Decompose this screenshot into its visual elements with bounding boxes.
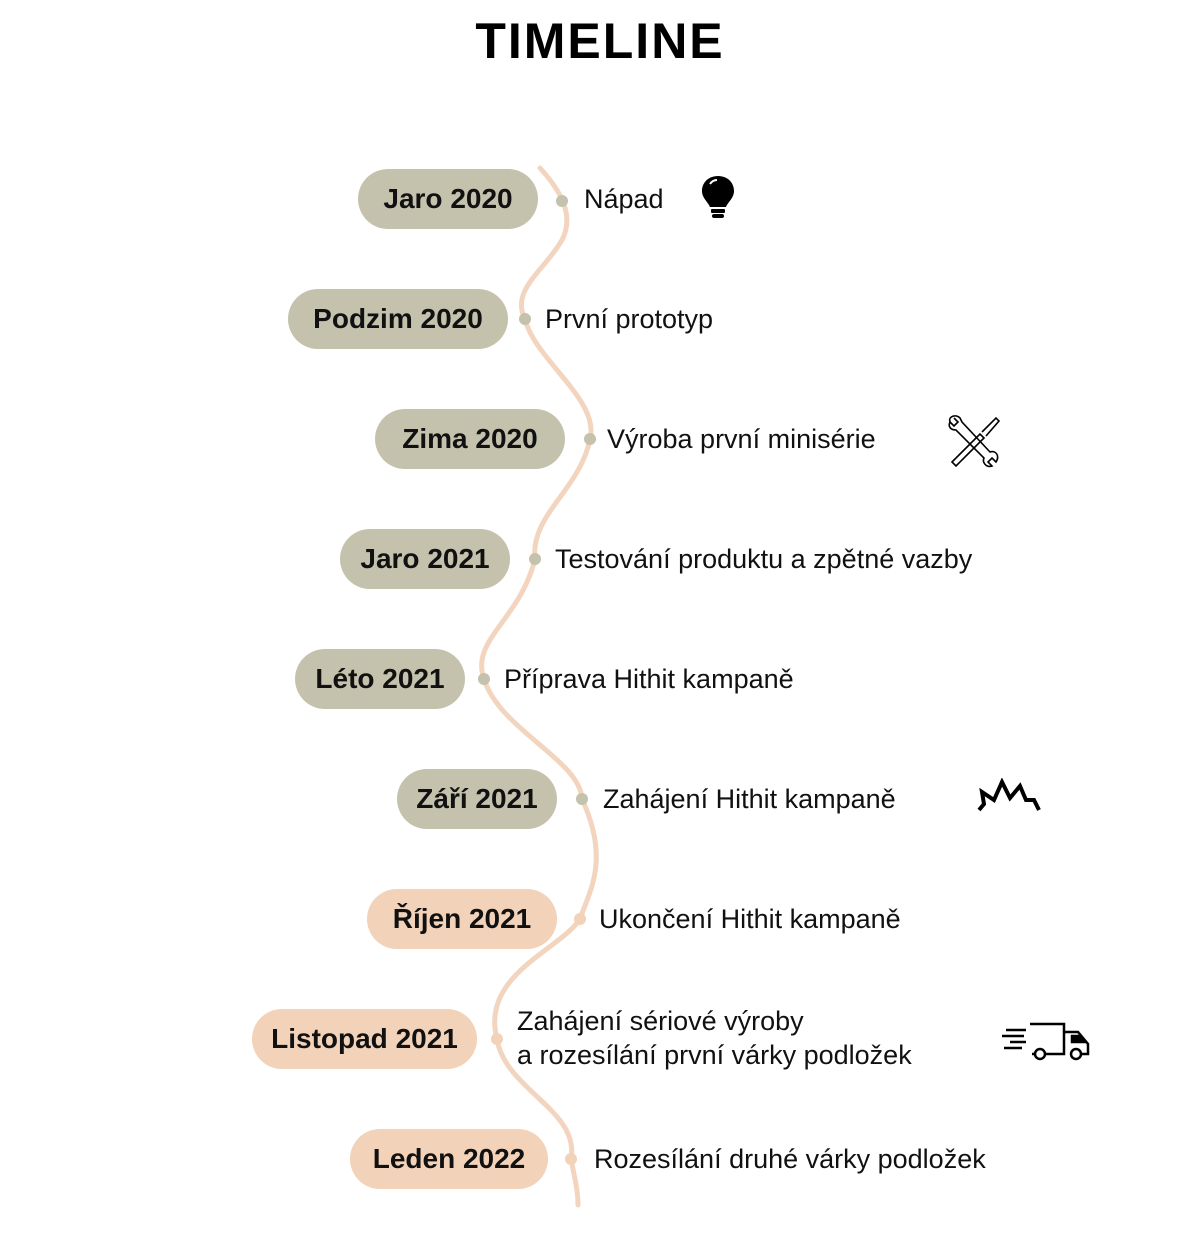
timeline-dot bbox=[574, 913, 586, 925]
timeline-dot bbox=[584, 433, 596, 445]
date-pill: Jaro 2020 bbox=[358, 169, 538, 229]
lightbulb-icon bbox=[702, 176, 734, 218]
event-label: Nápad bbox=[584, 184, 664, 214]
event-label: Zahájení Hithit kampaně bbox=[603, 784, 896, 814]
page-title: TIMELINE bbox=[475, 13, 725, 69]
event-label: Ukončení Hithit kampaně bbox=[599, 904, 901, 934]
timeline-dot bbox=[491, 1033, 503, 1045]
timeline-dot bbox=[519, 313, 531, 325]
event-label: Příprava Hithit kampaně bbox=[504, 664, 794, 694]
delivery-truck-icon bbox=[1002, 1022, 1090, 1061]
timeline-dot bbox=[565, 1153, 577, 1165]
date-pill: Listopad 2021 bbox=[252, 1009, 477, 1069]
timeline-dot bbox=[556, 195, 568, 207]
timeline-dot bbox=[576, 793, 588, 805]
date-pill: Podzim 2020 bbox=[288, 289, 508, 349]
event-label: Testování produktu a zpětné vazby bbox=[555, 544, 973, 574]
date-pill: Jaro 2021 bbox=[340, 529, 510, 589]
timeline-dot bbox=[478, 673, 490, 685]
date-pill: Září 2021 bbox=[397, 769, 557, 829]
burst-icon bbox=[977, 778, 1041, 812]
date-pill: Léto 2021 bbox=[295, 649, 465, 709]
tools-icon bbox=[948, 415, 1001, 468]
date-pill: Zima 2020 bbox=[375, 409, 565, 469]
event-label: Výroba první minisérie bbox=[607, 424, 876, 454]
date-pill: Říjen 2021 bbox=[367, 889, 557, 949]
timeline-dot bbox=[529, 553, 541, 565]
date-pill: Leden 2022 bbox=[350, 1129, 548, 1189]
event-label: První prototyp bbox=[545, 304, 714, 334]
event-label: Zahájení sériové výroby bbox=[517, 1006, 804, 1036]
event-label: Rozesílání druhé várky podložek bbox=[594, 1144, 986, 1174]
event-label-line2: a rozesílání první várky podložek bbox=[517, 1040, 912, 1070]
